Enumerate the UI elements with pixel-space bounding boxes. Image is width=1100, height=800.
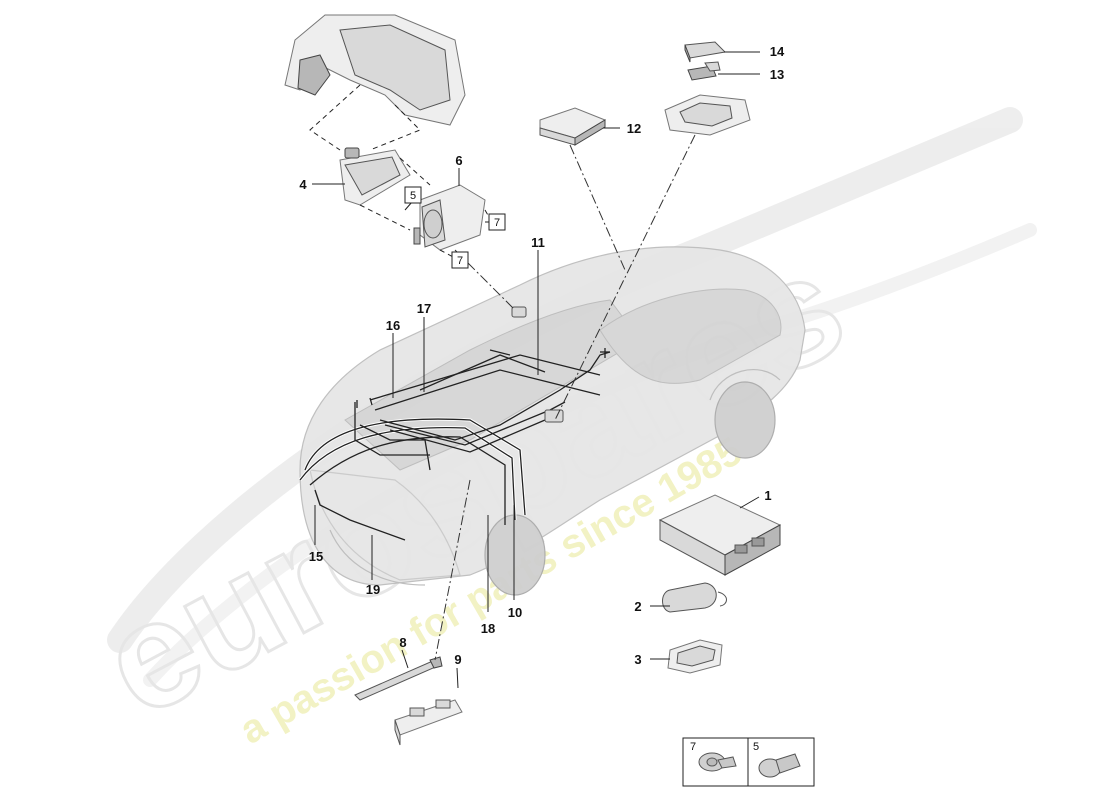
callout-18: 18 <box>481 621 495 636</box>
roof-connector <box>511 306 527 318</box>
callout-17: 17 <box>417 301 431 316</box>
callout-3: 3 <box>634 652 641 667</box>
part-console-tray <box>664 94 751 136</box>
callout-9: 9 <box>454 652 461 667</box>
leader-lines <box>312 51 760 689</box>
car-front-wheel <box>714 381 776 459</box>
part-12-module <box>539 107 607 146</box>
svg-text:7: 7 <box>494 217 500 229</box>
wiring-harness <box>298 348 611 541</box>
part-8-strip <box>354 656 443 701</box>
fastener-legend: 7 5 <box>682 737 815 787</box>
car-rear-wheel <box>484 514 546 596</box>
callout-2: 2 <box>634 599 641 614</box>
callout-16: 16 <box>386 318 400 333</box>
boxed-ref-7a: 7 <box>488 213 506 231</box>
callout-13: 13 <box>770 67 784 82</box>
callout-6: 6 <box>455 153 462 168</box>
part-3-housing <box>667 639 723 674</box>
part-bracket-assembly <box>284 14 466 126</box>
part-14-cover <box>684 41 727 63</box>
callout-labels: 1 2 3 4 6 8 9 10 11 12 13 14 15 16 17 18… <box>299 44 785 667</box>
callout-1: 1 <box>764 488 771 503</box>
part-1-control-unit <box>658 494 782 576</box>
callout-11: 11 <box>531 235 545 250</box>
boxed-ref-7b: 7 <box>451 251 469 269</box>
callout-4: 4 <box>299 177 307 192</box>
part-4-bracket <box>339 147 411 206</box>
part-2-sensor <box>662 582 727 613</box>
part-9-bracket <box>394 699 463 746</box>
boxed-ref-5: 5 <box>404 186 422 204</box>
legend-item-5: 5 <box>753 741 759 753</box>
clip-5-icon <box>758 753 801 778</box>
callout-19: 19 <box>366 582 380 597</box>
callout-8: 8 <box>399 635 406 650</box>
callout-12: 12 <box>627 121 641 136</box>
clip-7-icon <box>698 752 737 772</box>
callout-15: 15 <box>309 549 323 564</box>
svg-text:7: 7 <box>457 255 463 267</box>
part-13-button <box>687 61 721 81</box>
callout-10: 10 <box>508 605 522 620</box>
svg-text:5: 5 <box>410 190 416 202</box>
callout-14: 14 <box>770 44 785 59</box>
part-6-speaker <box>413 184 486 251</box>
module-mount-11 <box>544 409 564 423</box>
legend-item-7: 7 <box>690 741 696 753</box>
